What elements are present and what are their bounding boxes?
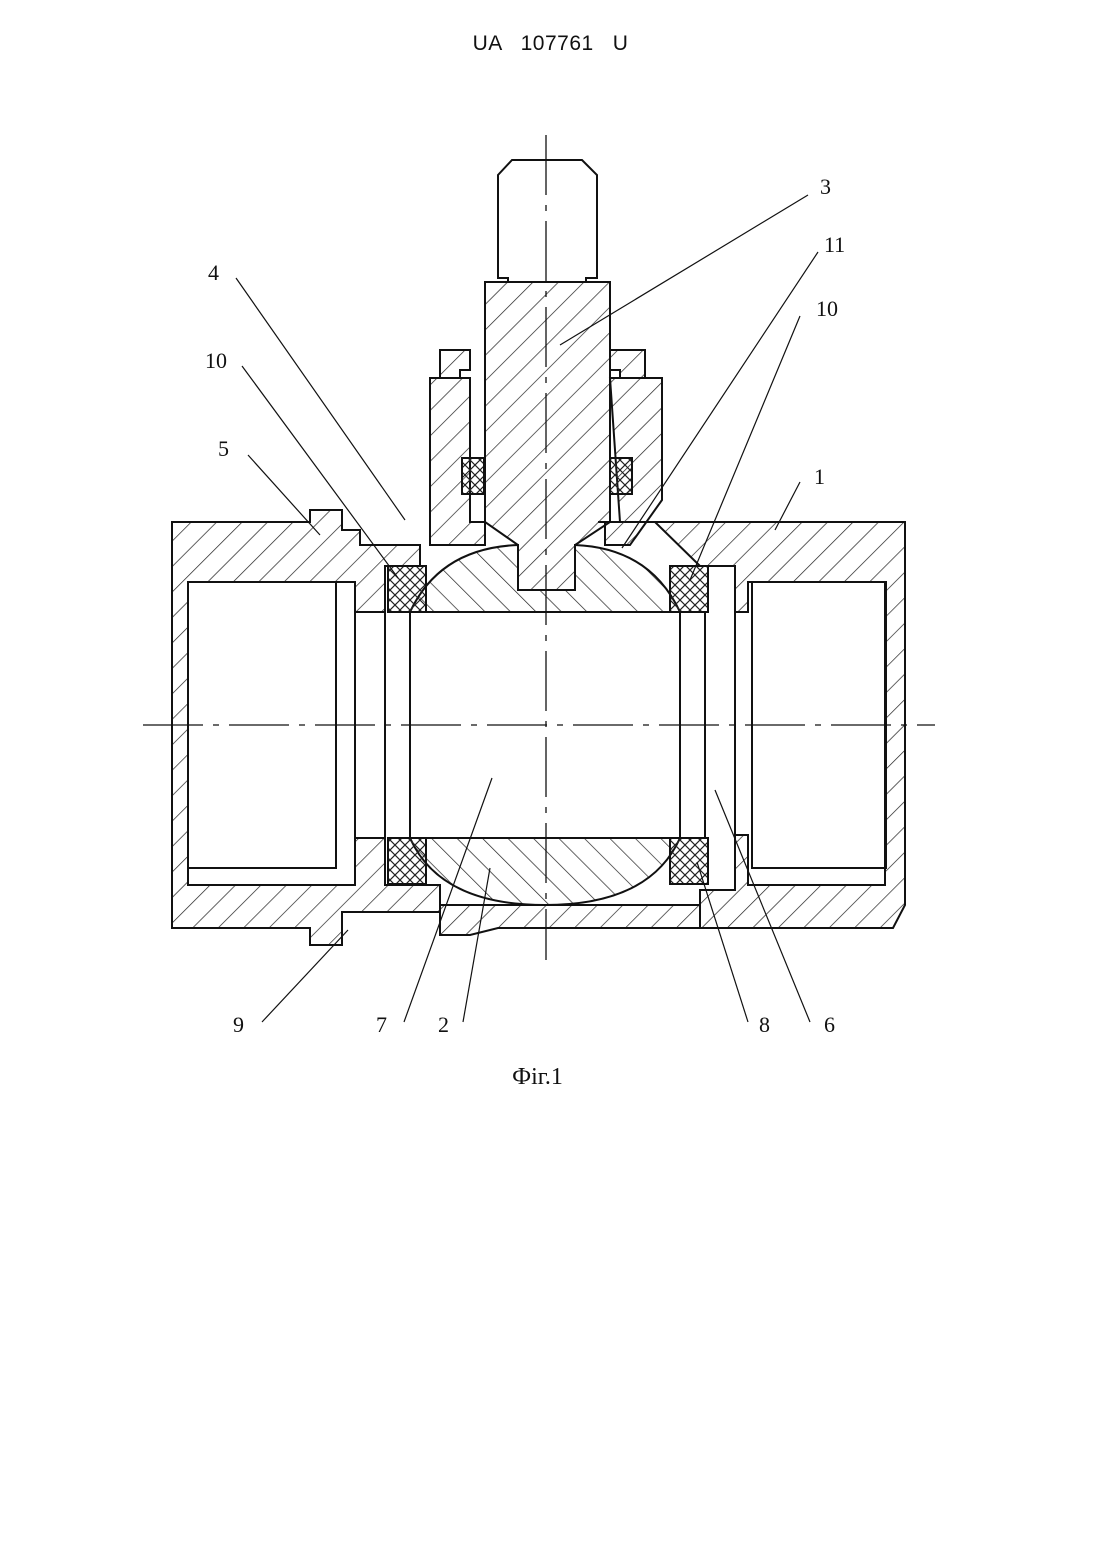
packing-right [610,458,632,494]
part-label-2: 2 [438,1012,449,1037]
gland-cap-left [440,350,470,378]
part-label-1: 1 [814,464,825,489]
stem-body [485,282,610,590]
part-label-9: 9 [233,1012,244,1037]
part-label-5: 5 [218,436,229,461]
part-label-11: 11 [824,232,845,257]
part-label-6: 6 [824,1012,835,1037]
stem-top [498,160,597,282]
seat-top-right [670,566,708,612]
part-label-7: 7 [376,1012,387,1037]
gland-cap-right [610,350,645,378]
part-label-10-left: 10 [205,348,227,373]
seat-bottom-left [388,838,426,884]
part-label-3: 3 [820,174,831,199]
ball-bottom [410,838,680,905]
part-label-8: 8 [759,1012,770,1037]
packing-left [462,458,484,494]
part-label-10-right: 10 [816,296,838,321]
figure-caption: Фіг.1 [0,1064,1075,1091]
part-label-4: 4 [208,260,219,285]
